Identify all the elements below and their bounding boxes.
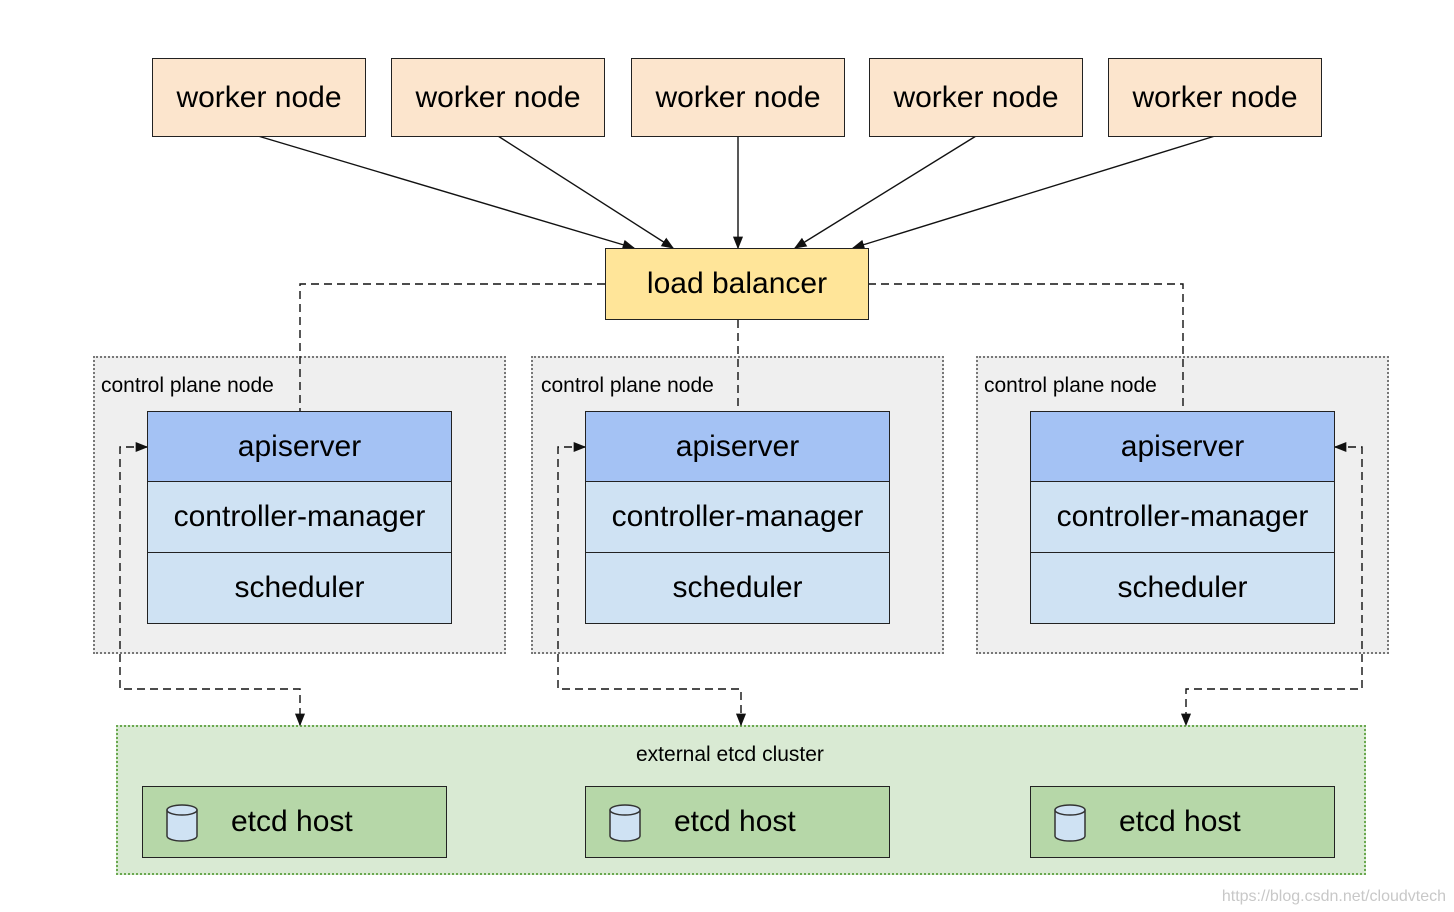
- worker-node-2: worker node: [391, 58, 605, 137]
- etcd-host-1: etcd host: [142, 786, 447, 858]
- apiserver: apiserver: [585, 411, 890, 482]
- component-stack-1: apiserver controller-manager scheduler: [147, 411, 452, 624]
- controller-manager: controller-manager: [1030, 482, 1335, 553]
- lb-to-apiserver-3: [868, 283, 1184, 411]
- worker-node-1: worker node: [152, 58, 366, 137]
- etcd-cluster-label: external etcd cluster: [636, 743, 824, 766]
- etcd-link-1: [119, 441, 306, 727]
- watermark: https://blog.csdn.net/cloudvtech: [1221, 888, 1446, 905]
- etcd-link-2: [557, 441, 747, 727]
- worker-2-connector: [497, 135, 675, 249]
- database-cylinder-icon: [166, 804, 198, 842]
- scheduler: scheduler: [147, 553, 452, 624]
- load-balancer: load balancer: [605, 248, 869, 320]
- scheduler: scheduler: [585, 553, 890, 624]
- etcd-host-3: etcd host: [1030, 786, 1335, 858]
- worker-4-connector: [793, 135, 977, 249]
- etcd-host-label: etcd host: [1119, 805, 1241, 838]
- lb-to-apiserver-1: [299, 283, 605, 411]
- worker-node-5: worker node: [1108, 58, 1322, 137]
- etcd-host-2: etcd host: [585, 786, 890, 858]
- component-stack-3: apiserver controller-manager scheduler: [1030, 411, 1335, 624]
- apiserver: apiserver: [1030, 411, 1335, 482]
- component-stack-2: apiserver controller-manager scheduler: [585, 411, 890, 624]
- scheduler: scheduler: [1030, 553, 1335, 624]
- worker-node-4: worker node: [869, 58, 1083, 137]
- control-plane-label: control plane node: [984, 374, 1157, 397]
- controller-manager: controller-manager: [585, 482, 890, 553]
- control-plane-label: control plane node: [101, 374, 274, 397]
- worker-node-3: worker node: [631, 58, 845, 137]
- etcd-host-label: etcd host: [674, 805, 796, 838]
- worker-1-connector: [257, 135, 636, 250]
- worker-5-connector: [851, 135, 1216, 250]
- apiserver: apiserver: [147, 411, 452, 482]
- control-plane-label: control plane node: [541, 374, 714, 397]
- database-cylinder-icon: [609, 804, 641, 842]
- etcd-link-3: [1180, 441, 1363, 727]
- database-cylinder-icon: [1054, 804, 1086, 842]
- etcd-host-label: etcd host: [231, 805, 353, 838]
- controller-manager: controller-manager: [147, 482, 452, 553]
